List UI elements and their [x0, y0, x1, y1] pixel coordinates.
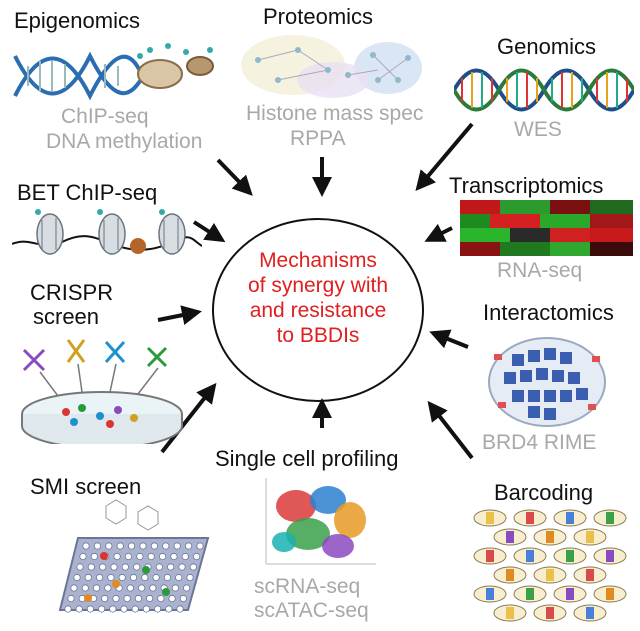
epigenomics-sub-1: ChIP-seq: [61, 105, 149, 128]
arrow-barcoding: [427, 400, 474, 460]
protein-network-icon: [241, 35, 422, 98]
petri-dish-crispr-icon: [21, 339, 183, 444]
transcriptomics-title: Transcriptomics: [449, 173, 604, 198]
center-line-2: of synergy with: [247, 274, 389, 297]
bet-title: BET ChIP-seq: [17, 180, 158, 205]
interactomics-sub-1: BRD4 RIME: [482, 431, 597, 454]
smi-title: SMI screen: [30, 474, 142, 499]
transcriptomics-sub-1: RNA-seq: [497, 259, 583, 282]
proteomics-sub-2: RPPA: [290, 127, 346, 150]
epigenomics-title: Epigenomics: [14, 8, 140, 33]
proteomics-sub-1: Histone mass spec: [246, 102, 424, 125]
center-line-1: Mechanisms: [259, 249, 377, 272]
arrow-genomics: [415, 122, 474, 192]
single-cell-sub-2: scATAC-seq: [254, 599, 369, 622]
protein-complex-icon: [488, 337, 606, 427]
dna-nucleosome-icon: [13, 43, 214, 101]
double-helix-icon: [454, 68, 634, 112]
arrow-smi: [160, 382, 217, 454]
interactomics-title: Interactomics: [483, 300, 614, 325]
well-plate-icon: [58, 499, 210, 613]
barcoded-cells-icon: [473, 509, 627, 622]
chromatin-nucleosomes-icon: [12, 209, 202, 255]
arrow-crispr: [157, 305, 202, 325]
umap-cluster-icon: [265, 478, 376, 565]
single-cell-title: Single cell profiling: [215, 446, 399, 471]
arrow-transcriptomics: [424, 223, 453, 242]
center-line-4: to BBDIs: [276, 324, 360, 347]
genomics-sub-1: WES: [514, 118, 562, 141]
arrow-bet: [192, 220, 226, 243]
arrow-interactomics: [429, 329, 469, 349]
center-ellipse: [212, 218, 424, 402]
single-cell-sub-1: scRNA-seq: [254, 575, 361, 598]
expression-heatmap-icon: [460, 200, 633, 256]
proteomics-title: Proteomics: [263, 4, 374, 29]
barcoding-title: Barcoding: [494, 480, 594, 505]
center-line-3: and resistance: [249, 299, 387, 322]
crispr-title-2: screen: [33, 304, 100, 329]
epigenomics-sub-2: DNA methylation: [46, 130, 203, 153]
crispr-title-1: CRISPR: [30, 280, 114, 305]
arrow-epigenomics: [216, 158, 253, 196]
center-label: Mechanisms of synergy with and resistanc…: [212, 248, 424, 348]
genomics-title: Genomics: [497, 34, 597, 59]
